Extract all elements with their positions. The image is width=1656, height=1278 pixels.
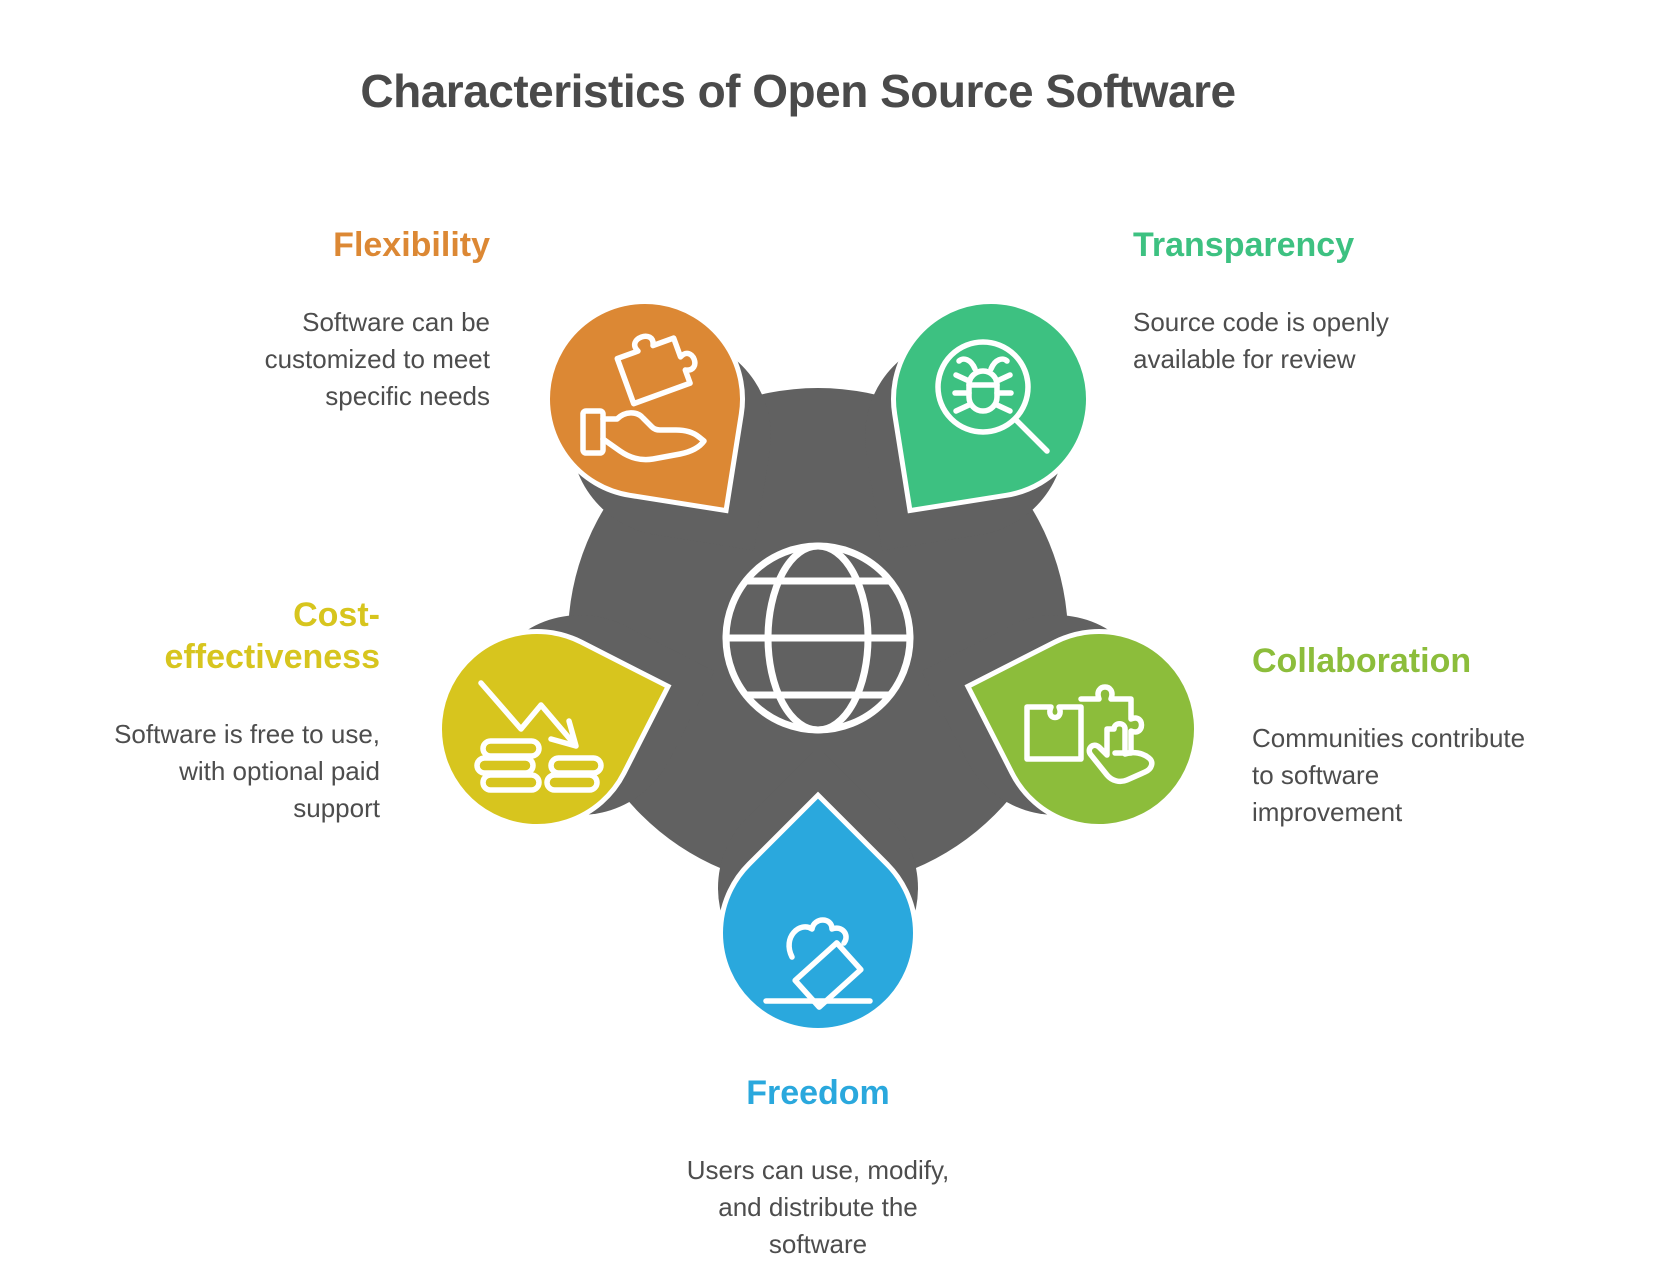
cost-effectiveness-description: Software is free to use, with optional p… [114, 719, 380, 823]
flexibility-description: Software can be customized to meet speci… [264, 307, 490, 411]
collaboration-description: Communities contribute to software impro… [1252, 723, 1526, 827]
section-collaboration: Collaboration Communities contribute to … [1252, 640, 1582, 831]
section-flexibility: Flexibility Software can be customized t… [240, 224, 490, 415]
transparency-description: Source code is openly available for revi… [1133, 307, 1389, 374]
puzzle-pieces-icon [1019, 659, 1159, 799]
coins-decline-icon [467, 659, 607, 799]
collaboration-heading: Collaboration [1252, 642, 1472, 680]
section-cost-effectiveness: Cost- effectiveness Software is free to … [90, 594, 380, 827]
ballot-icon [748, 885, 888, 1025]
freedom-description: Users can use, modify, and distribute th… [686, 1155, 950, 1259]
flexibility-heading: Flexibility [333, 226, 490, 264]
section-transparency: Transparency Source code is openly avail… [1133, 224, 1433, 378]
globe-icon [708, 528, 928, 748]
transparency-heading: Transparency [1133, 226, 1355, 264]
page-title: Characteristics of Open Source Software [360, 65, 1236, 117]
cost-effectiveness-heading: Cost- effectiveness [164, 596, 380, 676]
freedom-heading: Freedom [746, 1074, 890, 1112]
section-freedom: Freedom Users can use, modify, and distr… [618, 1072, 1018, 1263]
bug-magnifier-icon [921, 329, 1061, 469]
hand-puzzle-icon [575, 329, 715, 469]
